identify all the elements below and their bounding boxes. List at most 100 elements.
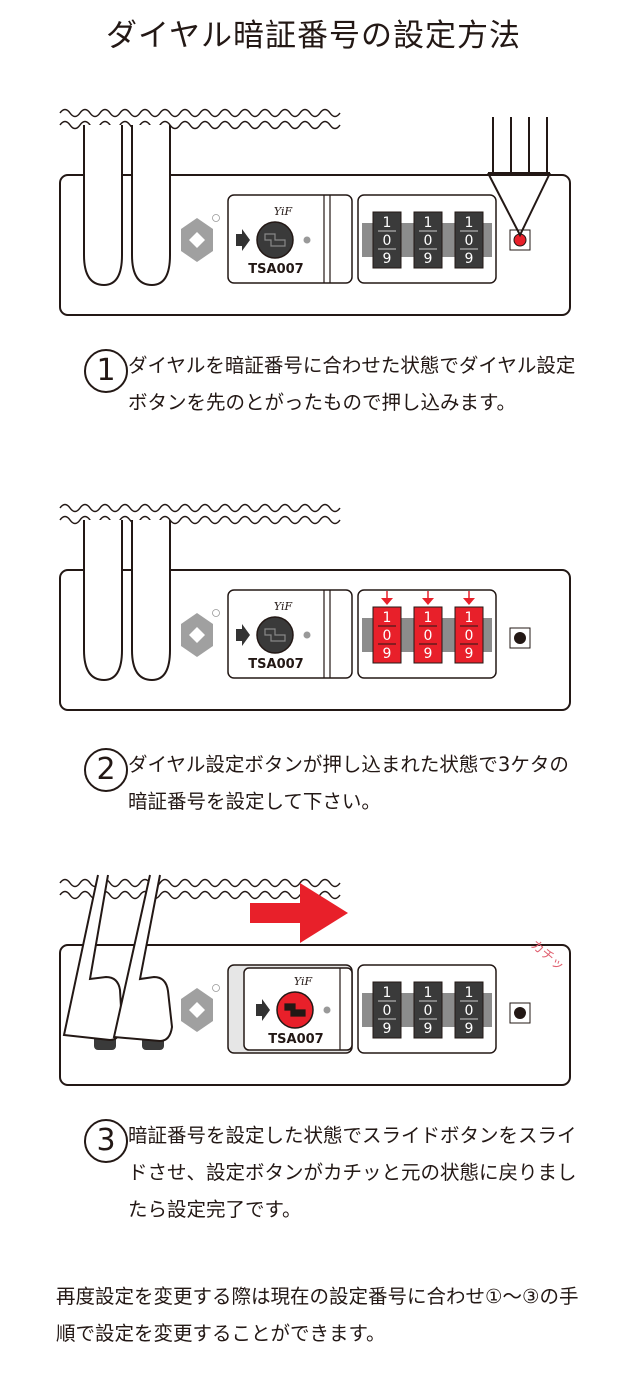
dial-digit: 1 [383, 215, 392, 231]
slide-button: YiF TSA007 [227, 964, 353, 1054]
dial-digit: 9 [424, 1021, 433, 1037]
dial-face [372, 981, 402, 1039]
brand-label: YiF [274, 205, 293, 218]
page-title: ダイヤル暗証番号の設定方法 [105, 18, 522, 54]
tsa-logo-icon [181, 609, 220, 657]
dial-face [413, 211, 443, 269]
dial-wheel: 1 0 9 [372, 211, 402, 269]
dial-digit: 0 [383, 233, 392, 249]
registered-mark-icon [212, 609, 220, 617]
dial-face [372, 211, 402, 269]
step-number: 2 [84, 748, 128, 792]
press-arrow-icon [463, 598, 475, 605]
dial-digit: 0 [465, 233, 474, 249]
dial-digit: 0 [424, 233, 433, 249]
arrow-right-icon [256, 999, 270, 1021]
keyhole-icon [264, 233, 286, 247]
slide-button: YiF TSA007 [227, 194, 353, 284]
zipper-pull-right [112, 874, 174, 1050]
dial-face [413, 606, 443, 664]
note-text: 再度設定を変更する際は現在の設定番号に合わせ①〜③の手順で設定を変更することがで… [56, 1285, 579, 1345]
dial-digit: 9 [383, 251, 392, 267]
step-text: ダイヤル設定ボタンが押し込まれた状態で3ケタの暗証番号を設定して下さい。 [128, 753, 569, 813]
keyhole-icon [284, 1003, 306, 1017]
dial-digit: 1 [424, 985, 433, 1001]
dial-digit: 9 [424, 251, 433, 267]
press-arrow-icon [381, 598, 393, 605]
step-number: 3 [84, 1119, 128, 1163]
model-label: TSA007 [248, 262, 303, 277]
step-text: ダイヤルを暗証番号に合わせた状態でダイヤル設定ボタンを先のとがったもので押し込み… [128, 354, 576, 414]
registered-mark-icon [212, 214, 220, 222]
model-label: TSA007 [268, 1032, 323, 1047]
dial-wheel: 1 0 9 [413, 981, 443, 1039]
dial-digit: 1 [383, 610, 392, 626]
indicator-dot [323, 1006, 331, 1014]
zipper-pull-left [83, 520, 123, 682]
logo-center [189, 1002, 205, 1018]
dial-digit: 0 [424, 628, 433, 644]
dial-digit: 1 [424, 610, 433, 626]
dial-face [413, 981, 443, 1039]
lock-illustration-2: YiF TSA007 1 0 9 1 0 9 1 0 9 [59, 503, 571, 711]
dial-digit: 9 [465, 1021, 474, 1037]
dial-digit: 1 [383, 985, 392, 1001]
wave-line [59, 890, 341, 900]
dial-digit: 9 [465, 251, 474, 267]
dial-wheels: 1 0 9 1 0 9 1 0 9 [357, 964, 497, 1054]
dial-digit: 0 [465, 628, 474, 644]
brand-label: YiF [294, 975, 313, 988]
dial-face [454, 606, 484, 664]
dial-digit: 0 [383, 1003, 392, 1019]
zipper-pull-right [131, 520, 171, 682]
dial-wheel: 109 [454, 211, 484, 269]
dial-wheel: 1 0 9 [454, 591, 484, 664]
indicator-dot [303, 631, 311, 639]
dial-face [372, 606, 402, 664]
dial-wheel: 109 [413, 211, 443, 269]
arrow-right-icon [236, 624, 250, 646]
dial-digit: 0 [465, 1003, 474, 1019]
brand-label: YiF [274, 600, 293, 613]
figure-step-2: YiF TSA007 1 0 9 1 0 9 1 0 9 [50, 495, 590, 720]
dial-digit: 1 [465, 985, 474, 1001]
reset-button-dot [514, 1007, 526, 1019]
dial-digit: 9 [383, 646, 392, 662]
dial-wheel: 1 0 9 [413, 591, 443, 664]
indicator-dot [303, 236, 311, 244]
step-text: 暗証番号を設定した状態でスライドボタンをスライドさせ、設定ボタンがカチッと元の状… [128, 1124, 577, 1221]
registered-mark-icon [212, 984, 220, 992]
reset-button-dot [514, 632, 526, 644]
logo-center [189, 232, 205, 248]
arrow-right-icon [236, 229, 250, 251]
step-number: 1 [84, 349, 128, 393]
fabric-wave-lines [59, 503, 341, 525]
dial-wheel: 1 0 9 [454, 981, 484, 1039]
dial-digit: 9 [465, 646, 474, 662]
pin-tool-icon [487, 117, 551, 238]
zipper-pull-right [131, 125, 171, 287]
slide-button: YiF TSA007 [227, 589, 353, 679]
dial-face [454, 981, 484, 1039]
keyhole-icon [264, 628, 286, 642]
dial-digit: 9 [383, 1021, 392, 1037]
logo-center [189, 627, 205, 643]
wave-line [59, 503, 341, 513]
dial-digit: 1 [465, 610, 474, 626]
dial-digit: 9 [424, 646, 433, 662]
dial-wheel: 1 0 9 [372, 591, 402, 664]
wave-line [59, 108, 341, 118]
zipper-pull-left [83, 125, 123, 287]
dial-face [454, 211, 484, 269]
dial-digit: 0 [383, 628, 392, 644]
dial-digit: 0 [424, 1003, 433, 1019]
model-label: TSA007 [248, 657, 303, 672]
fabric-wave-lines [59, 108, 341, 130]
dial-wheel: 1 0 9 [372, 981, 402, 1039]
press-arrow-icon [422, 598, 434, 605]
